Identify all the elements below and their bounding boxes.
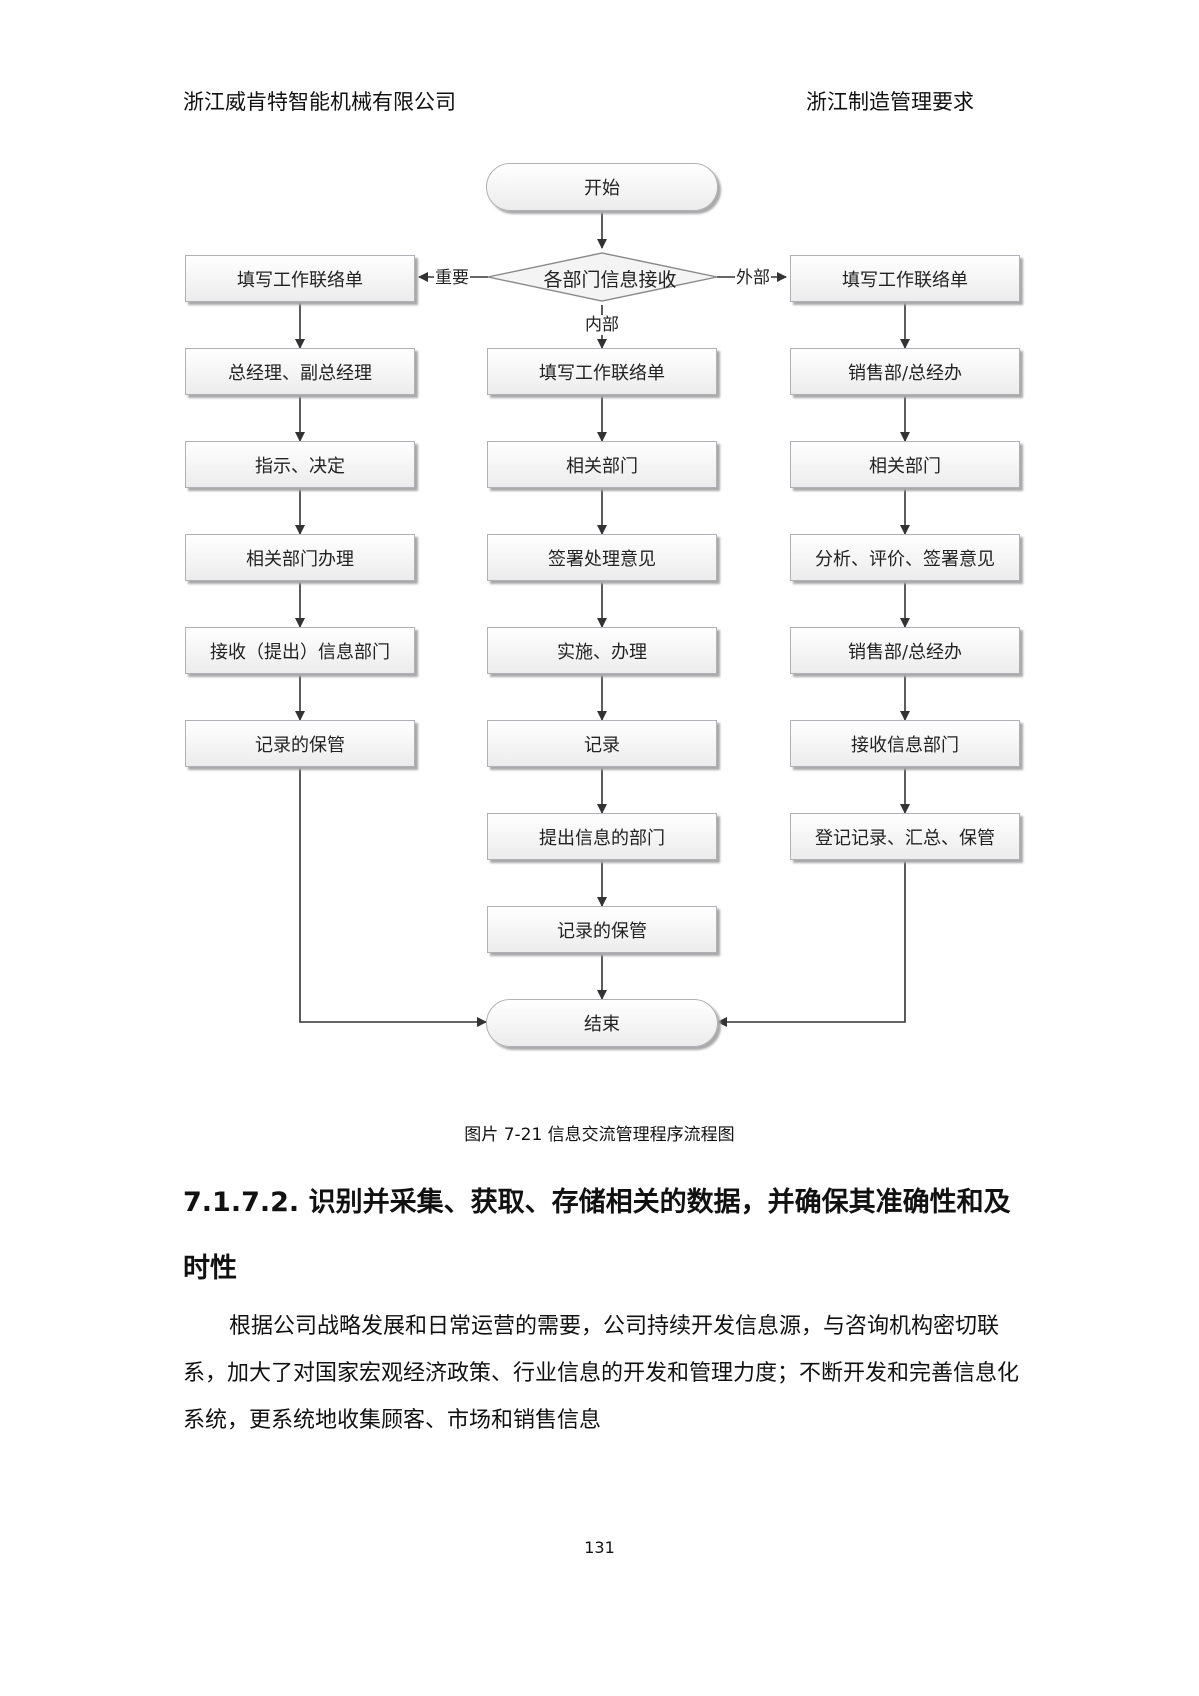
decision-label: 各部门信息接收: [543, 269, 677, 291]
left-step: 相关部门办理: [185, 534, 415, 581]
header-company: 浙江威肯特智能机械有限公司: [183, 90, 456, 114]
center-step: 提出信息的部门: [487, 813, 717, 860]
arrow-right-end: [717, 860, 906, 1027]
left-step: 总经理、副总经理: [185, 348, 415, 395]
edge-label-internal: 内部: [584, 315, 620, 335]
center-step: 记录: [487, 720, 717, 767]
center-step: 实施、办理: [487, 627, 717, 674]
center-step: 签署处理意见: [487, 534, 717, 581]
center-step: 填写工作联络单: [487, 348, 717, 395]
right-step: 填写工作联络单: [790, 255, 1020, 302]
left-step: 指示、决定: [185, 441, 415, 488]
right-step: 分析、评价、签署意见: [790, 534, 1020, 581]
page-number: 131: [584, 1538, 615, 1557]
left-step: 记录的保管: [185, 720, 415, 767]
right-step: 销售部/总经办: [790, 348, 1020, 395]
decision-diamond: [487, 252, 718, 302]
center-step: 相关部门: [487, 441, 717, 488]
body-paragraph: 根据公司战略发展和日常运营的需要，公司持续开发信息源，与咨询机构密切联系，加大了…: [183, 1314, 1020, 1433]
section-heading: 7.1.7.2. 识别并采集、获取、存储相关的数据，并确保其准确性和及时性: [183, 1187, 1011, 1284]
right-step: 接收信息部门: [790, 720, 1020, 767]
left-step: 接收（提出）信息部门: [185, 627, 415, 674]
flowchart-connectors: [295, 211, 910, 1027]
edge-label-external: 外部: [735, 268, 771, 288]
edge-label-important: 重要: [434, 268, 470, 288]
start-node: 开始: [486, 163, 718, 211]
arrow-left-end: [299, 767, 487, 1027]
right-step: 登记记录、汇总、保管: [790, 813, 1020, 860]
left-step: 填写工作联络单: [185, 255, 415, 302]
right-step: 销售部/总经办: [790, 627, 1020, 674]
center-step: 记录的保管: [487, 906, 717, 953]
header-standard: 浙江制造管理要求: [806, 90, 974, 114]
end-node: 结束: [486, 999, 718, 1047]
right-step: 相关部门: [790, 441, 1020, 488]
figure-caption: 图片 7-21 信息交流管理程序流程图: [464, 1125, 735, 1145]
